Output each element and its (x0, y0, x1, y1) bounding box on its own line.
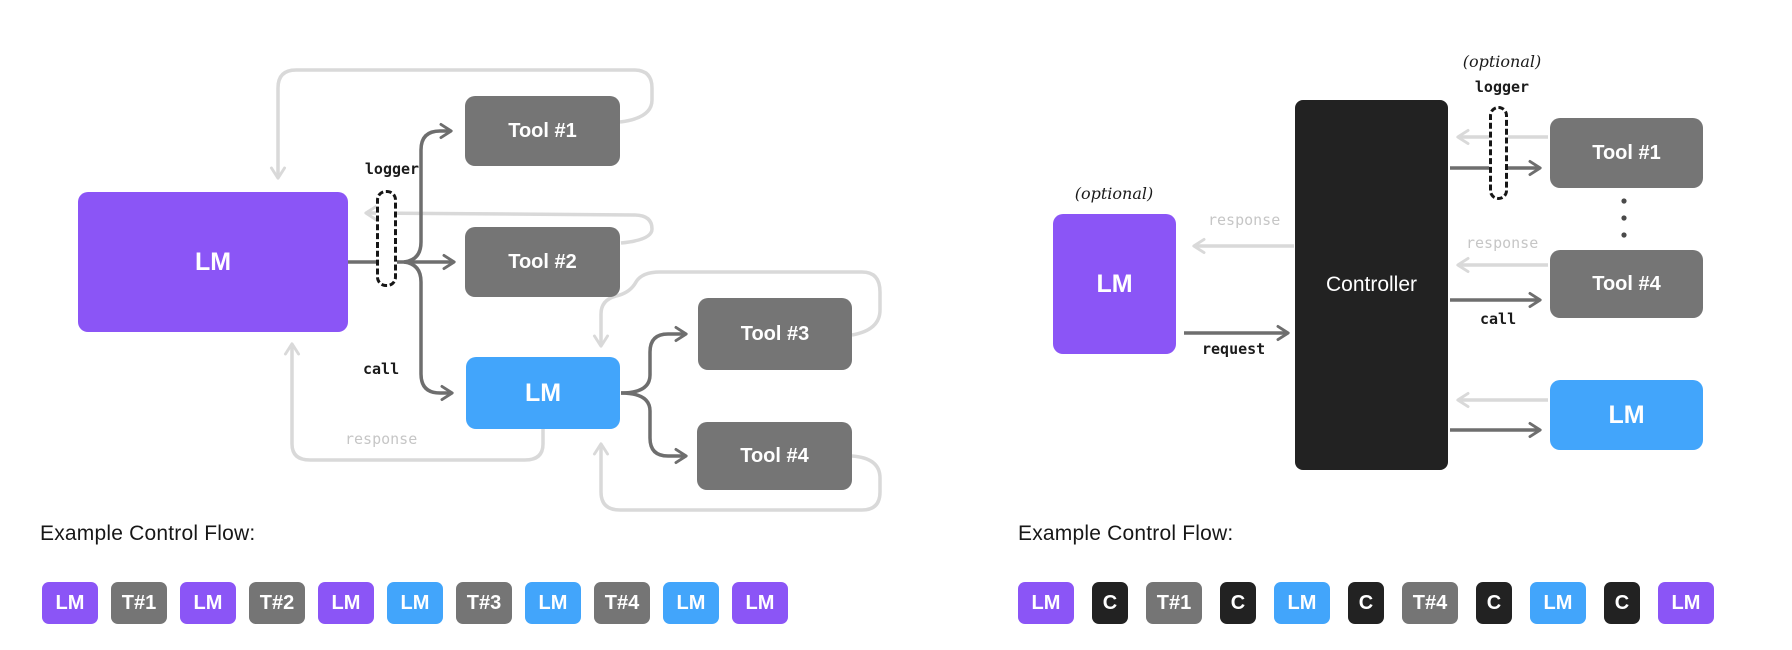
arrow-tool2-return-to-lm (364, 205, 654, 245)
left-flow-heading: Example Control Flow: (40, 522, 256, 545)
flow-badge: LM (387, 582, 443, 624)
logger-right-capsule (1489, 106, 1508, 200)
lm-sub-box: LM (466, 357, 620, 429)
flow-badge: T#3 (456, 582, 512, 624)
arrow-response-sub-lm-to-lm (283, 342, 545, 462)
optional-lm-label: (optional) (1074, 184, 1154, 203)
flow-badge: T#1 (1146, 582, 1202, 624)
response-label: response (345, 430, 418, 448)
flow-badge: T#2 (249, 582, 305, 624)
tool4-box: Tool #4 (697, 422, 852, 490)
flow-badge: C (1476, 582, 1512, 624)
arrow-lm-to-sub-lm (403, 260, 454, 402)
controller-box: Controller (1295, 100, 1448, 470)
call-label: call (363, 360, 400, 378)
flow-badge: C (1220, 582, 1256, 624)
logger-right-label: logger (1474, 78, 1530, 96)
flow-badge: LM (1274, 582, 1330, 624)
flow-badge: LM (1018, 582, 1074, 624)
logger-label: logger (364, 160, 420, 178)
flow-badge: T#1 (111, 582, 167, 624)
flow-badge: LM (42, 582, 98, 624)
optional-logger-label: (optional) (1462, 52, 1542, 71)
tool2-box: Tool #2 (465, 227, 620, 297)
request-label: request (1202, 340, 1266, 358)
tool3-box: Tool #3 (698, 298, 852, 370)
flow-badge: LM (663, 582, 719, 624)
arrow-tool1-return-to-lm (269, 68, 654, 180)
arrow-tool3-return-to-sub-lm (592, 270, 882, 348)
arrow-lm-to-tool1 (403, 122, 453, 264)
lm-right-box: LM (1053, 214, 1176, 354)
flow-badge: LM (180, 582, 236, 624)
tool1-box: Tool #1 (465, 96, 620, 166)
flow-badge: T#4 (1402, 582, 1458, 624)
lm-main-box: LM (78, 192, 348, 332)
flow-badge: LM (525, 582, 581, 624)
left-flow-badges: LM T#1 LM T#2 LM LM T#3 LM T#4 LM LM (42, 582, 788, 624)
response-lm-label: response (1208, 211, 1281, 229)
tools-ellipsis-dots (1621, 198, 1627, 238)
tool1-right-box: Tool #1 (1550, 118, 1703, 188)
flow-badge: LM (318, 582, 374, 624)
flow-badge: LM (1530, 582, 1586, 624)
flow-badge: T#4 (594, 582, 650, 624)
flow-badge: LM (1658, 582, 1714, 624)
right-flow-heading: Example Control Flow: (1018, 522, 1234, 545)
flow-badge: LM (732, 582, 788, 624)
call-right-label: call (1480, 310, 1517, 328)
flow-badge: C (1348, 582, 1384, 624)
right-flow-badges: LM C T#1 C LM C T#4 C LM C LM (1018, 582, 1714, 624)
arrow-tool4-return-to-sub-lm (592, 442, 882, 512)
flow-badge: C (1604, 582, 1640, 624)
logger-capsule (376, 190, 397, 287)
lm-direct-box: LM (1550, 380, 1703, 450)
arrow-sub-lm-to-tool4 (620, 391, 688, 465)
response-tool-label: response (1466, 234, 1539, 252)
flow-badge: C (1092, 582, 1128, 624)
arrow-sub-lm-to-tool3 (620, 325, 688, 395)
tool4-right-box: Tool #4 (1550, 250, 1703, 318)
